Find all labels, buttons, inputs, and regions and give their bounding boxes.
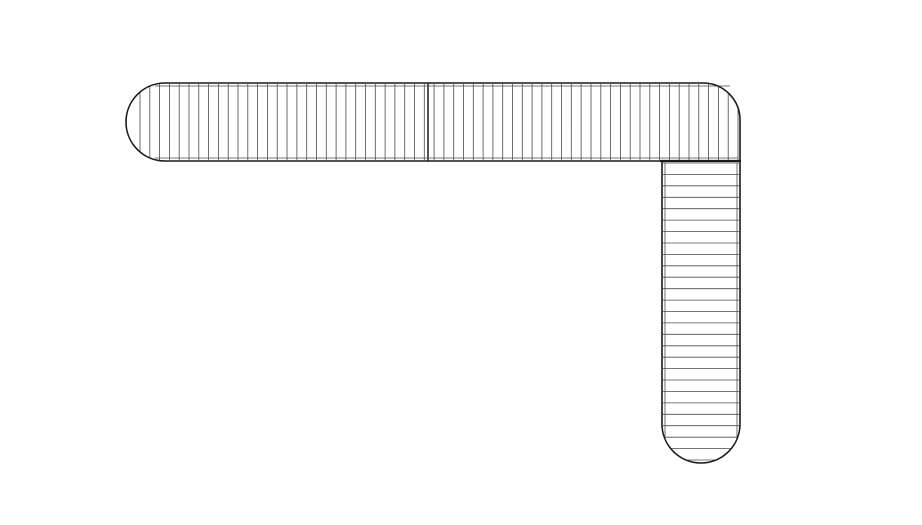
vertical-arm-slats <box>663 162 739 461</box>
vertical-arm-outline <box>661 160 741 464</box>
horizontal-arm-outline <box>125 82 741 162</box>
vertical-arm <box>661 160 741 464</box>
horizontal-arm <box>125 82 741 162</box>
horizontal-arm-slats <box>139 84 739 160</box>
